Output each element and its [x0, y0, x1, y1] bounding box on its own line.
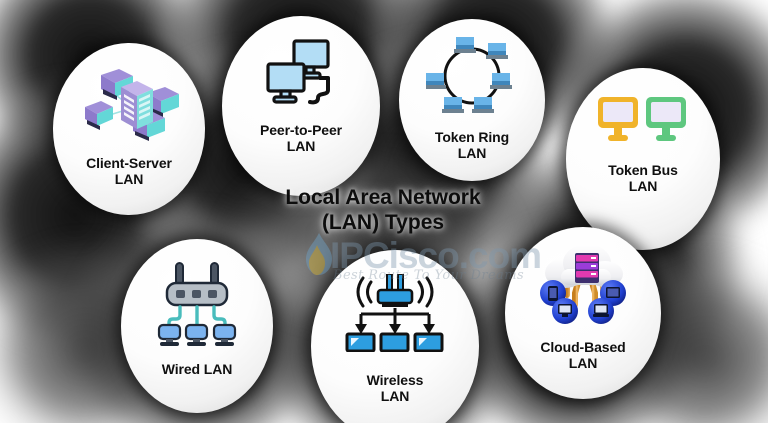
wireless-router-icon [345, 273, 445, 357]
node-wireless-lan[interactable]: Wireless LAN [311, 250, 479, 423]
node-caption: Token Bus LAN [608, 162, 678, 194]
token-bus-icon [597, 96, 689, 151]
wired-router-icon [154, 261, 240, 352]
page-title: Local Area Network (LAN) Types [285, 186, 481, 234]
node-caption: Wireless LAN [366, 372, 424, 404]
node-caption: Wired LAN [161, 361, 233, 377]
node-caption: Cloud-Based LAN [540, 339, 626, 371]
node-caption: Token Ring LAN [434, 129, 510, 161]
peer-to-peer-icon [262, 38, 340, 115]
cloud-network-icon [531, 243, 635, 334]
node-wired-lan[interactable]: Wired LAN [121, 239, 273, 413]
node-cloud-based-lan[interactable]: Cloud-Based LAN [505, 227, 661, 399]
node-caption: Client-Server LAN [86, 155, 172, 187]
node-token-ring-lan[interactable]: Token Ring LAN [399, 19, 545, 181]
node-client-server-lan[interactable]: Client-Server LAN [53, 43, 205, 215]
token-ring-icon [424, 35, 518, 122]
node-caption: Peer-to-Peer LAN [259, 122, 343, 154]
node-token-bus-lan[interactable]: Token Bus LAN [566, 68, 720, 250]
node-peer-to-peer-lan[interactable]: Peer-to-Peer LAN [222, 16, 380, 196]
client-server-icon [73, 63, 185, 148]
